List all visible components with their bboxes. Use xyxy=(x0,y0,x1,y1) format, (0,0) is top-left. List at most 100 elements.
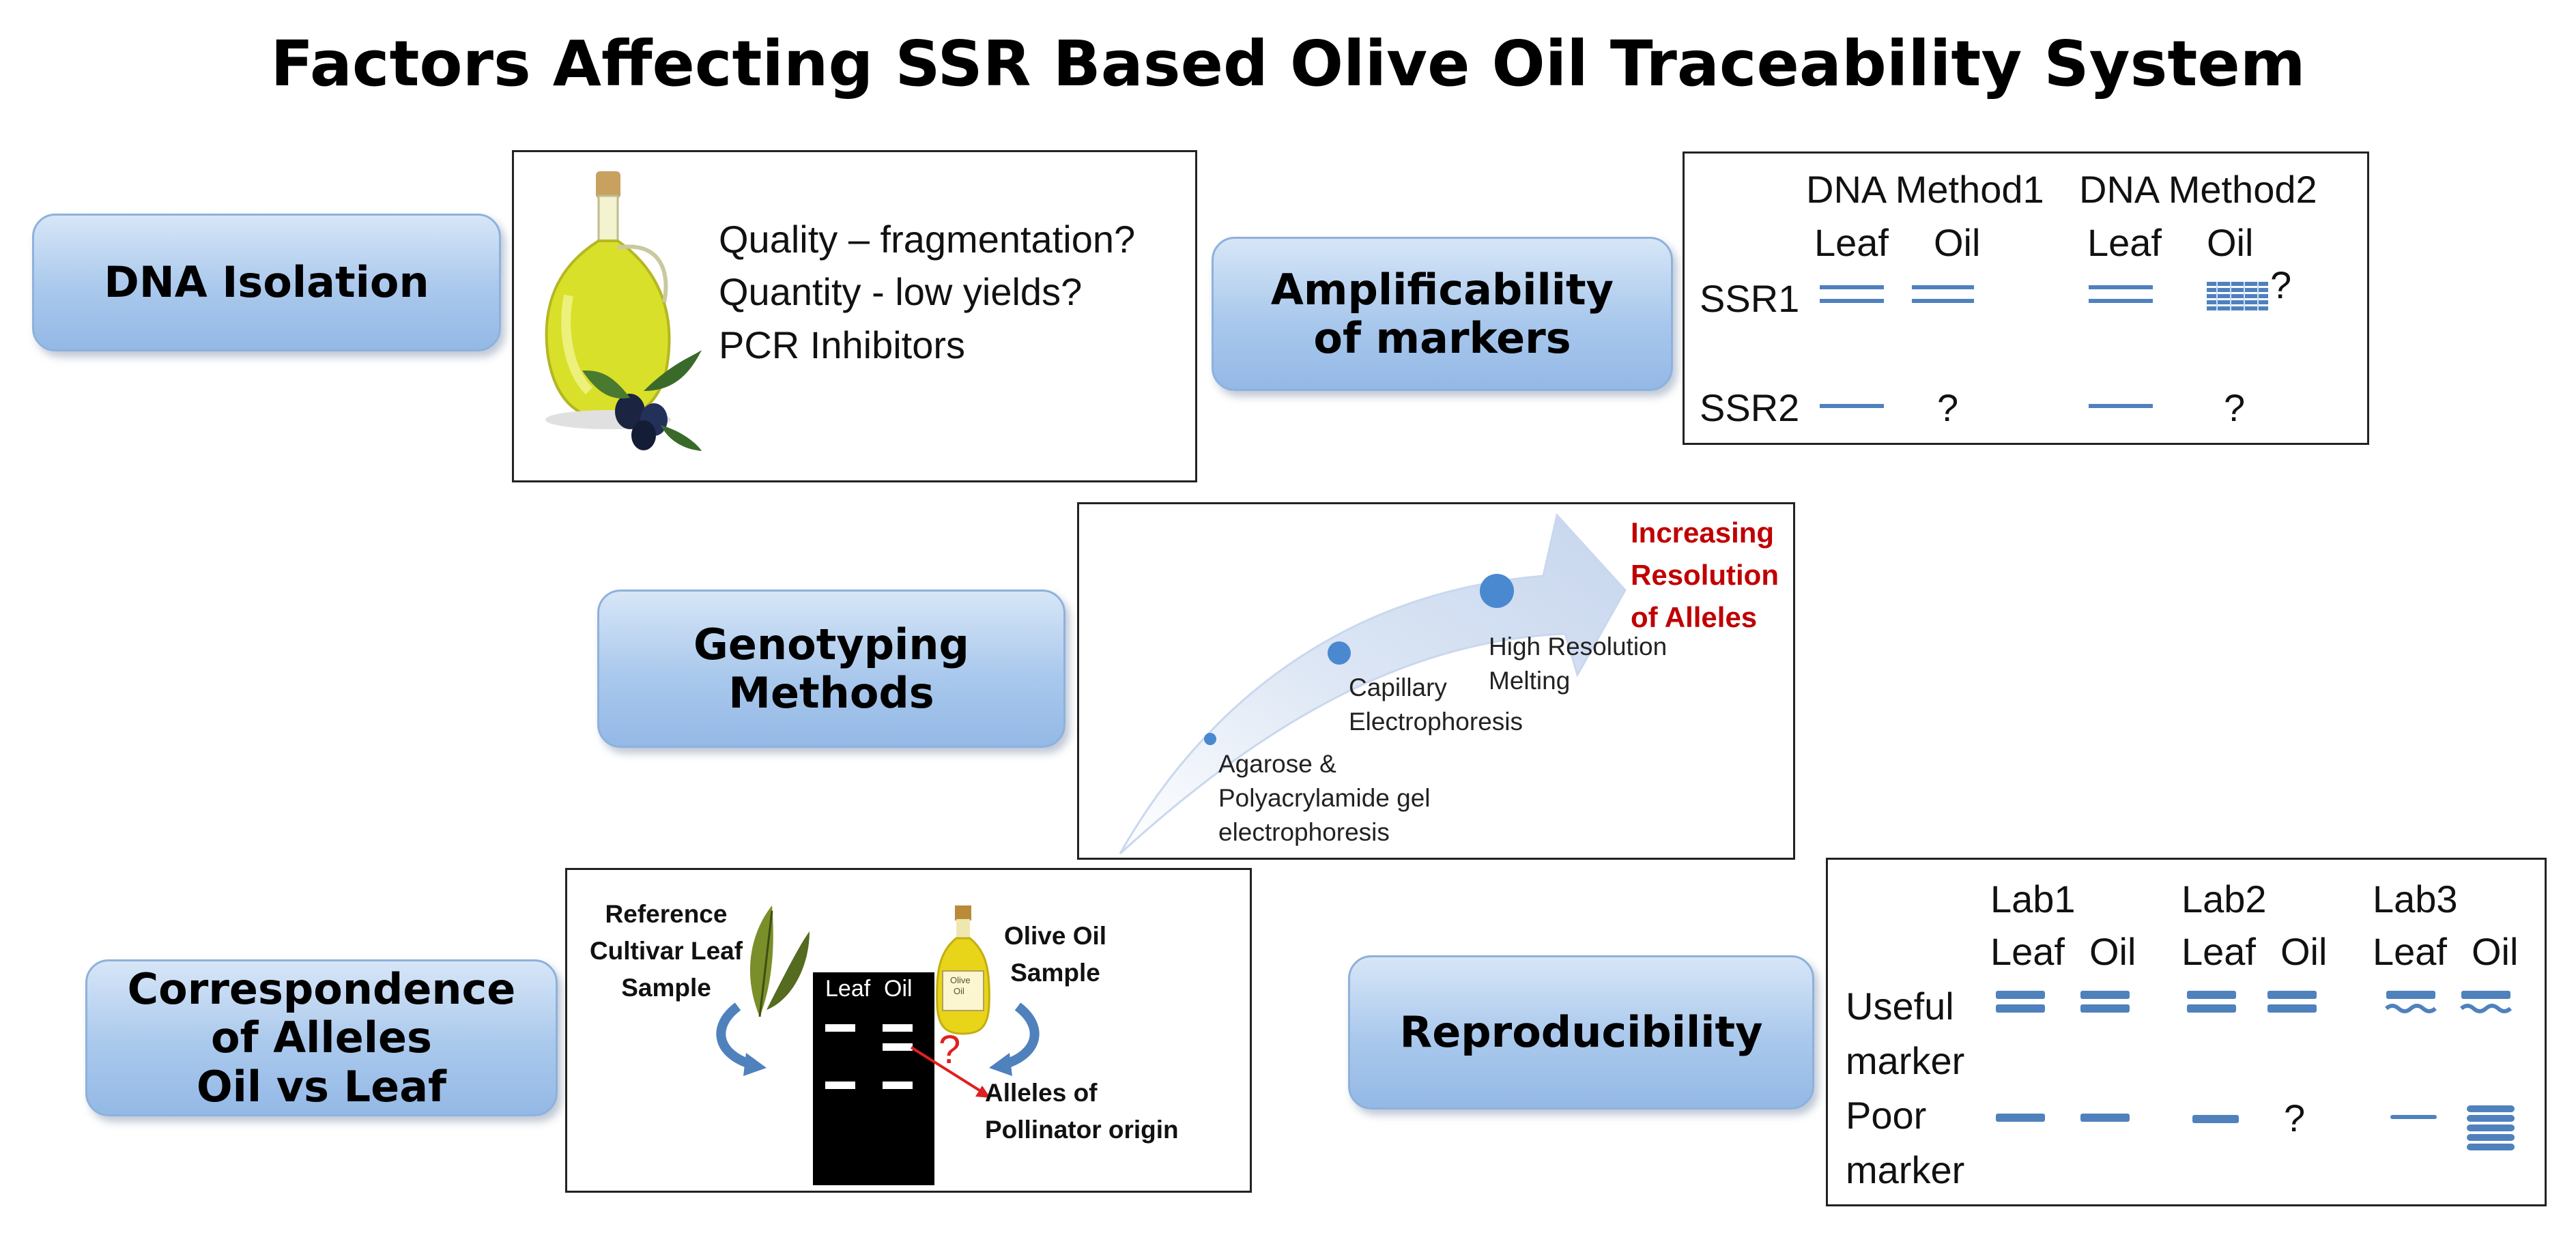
pollinator-label-line1: Alleles of xyxy=(985,1079,1098,1107)
oil-label-line1: Olive Oil xyxy=(1003,922,1107,950)
factor-correspondence: Correspondence of Alleles Oil vs Leaf xyxy=(85,959,558,1116)
factor-dna-isolation: DNA Isolation xyxy=(32,214,501,351)
correspondence-panel: Reference Cultivar Leaf Sample Olive Oil… xyxy=(565,868,1252,1193)
method-capillary-line2: Electrophoresis xyxy=(1349,708,1523,736)
pollinator-label-line2: Pollinator origin xyxy=(985,1116,1179,1144)
red-question-mark: ? xyxy=(939,1028,961,1072)
band xyxy=(2267,1004,2317,1013)
method-agarose-line3: electrophoresis xyxy=(1218,818,1390,846)
row-ssr2: SSR2 xyxy=(1700,386,1800,429)
arrow-label-line1: Increasing xyxy=(1631,517,1775,549)
poor-lab2-oil-question: ? xyxy=(2284,1097,2306,1140)
method1-oil-header: Oil xyxy=(1934,221,1981,264)
factor-amplificability-line2: of markers xyxy=(1313,313,1571,363)
resolution-arrow-icon xyxy=(1119,512,1627,855)
band xyxy=(2192,1115,2239,1123)
lab1-leaf-header: Leaf xyxy=(1990,930,2065,973)
reproducibility-panel: Lab1 Lab2 Lab3 Leaf Oil Leaf Oil Leaf Oi… xyxy=(1826,858,2547,1206)
gel-band xyxy=(883,1043,913,1051)
hrm-marker xyxy=(1480,574,1514,608)
lab3-leaf-header: Leaf xyxy=(2373,930,2447,973)
lab1-header: Lab1 xyxy=(1990,877,2076,920)
arrow-label-line3: of Alleles xyxy=(1631,601,1758,633)
method1-leaf-header: Leaf xyxy=(1814,221,1889,264)
ssr1-method2-oil-question: ? xyxy=(2270,263,2292,306)
gel-leaf-header: Leaf xyxy=(825,976,871,1002)
bottle-label-line1: Olive xyxy=(950,975,971,985)
method-agarose-line1: Agarose & xyxy=(1218,750,1336,778)
factor-amplificability-line1: Amplificability xyxy=(1270,264,1614,315)
issue-quantity: Quantity - low yields? xyxy=(719,270,1083,313)
method2-oil-header: Oil xyxy=(2207,221,2254,264)
method1-header: DNA Method1 xyxy=(1806,168,2044,211)
row-ssr1: SSR1 xyxy=(1700,277,1800,320)
olive-oil-bottle-icon xyxy=(936,905,990,1035)
method2-header: DNA Method2 xyxy=(2079,168,2317,211)
gel-band xyxy=(825,1082,855,1089)
ssr2-method1-oil-question: ? xyxy=(1937,386,1959,429)
lab2-oil-header: Oil xyxy=(2280,930,2328,973)
band xyxy=(2187,991,2236,999)
correspondence-graphic xyxy=(716,905,1040,1185)
capillary-marker xyxy=(1328,641,1351,665)
oil-label-line2: Sample xyxy=(1010,959,1100,987)
lab1-oil-header: Oil xyxy=(2089,930,2136,973)
factor-correspondence-line3: Oil vs Leaf xyxy=(196,1061,447,1112)
method-hrm-line2: Melting xyxy=(1489,667,1571,695)
band xyxy=(1996,1004,2045,1013)
factor-genotyping-line2: Methods xyxy=(728,668,934,718)
factor-reproducibility-label: Reproducibility xyxy=(1399,1007,1763,1058)
reference-label-line3: Sample xyxy=(621,974,711,1002)
method-agarose-line2: Polyacrylamide gel xyxy=(1218,784,1431,812)
gel-image xyxy=(813,972,934,1185)
poor-marker-line1: Poor xyxy=(1846,1094,1927,1137)
band xyxy=(2390,1115,2437,1119)
method-capillary-line1: Capillary xyxy=(1349,673,1447,701)
useful-marker-line2: marker xyxy=(1846,1039,1965,1082)
method-hrm-line1: High Resolution xyxy=(1489,633,1668,661)
band xyxy=(2080,1004,2130,1013)
factor-correspondence-line2: of Alleles xyxy=(211,1013,432,1063)
band xyxy=(2080,991,2130,999)
band xyxy=(2386,991,2435,999)
reproducibility-bands xyxy=(1996,991,2515,1150)
wavy-band xyxy=(2385,1004,2437,1013)
smeared-band xyxy=(2467,1105,2515,1150)
smeared-band xyxy=(2207,282,2268,310)
lab2-header: Lab2 xyxy=(2181,877,2267,920)
band xyxy=(2187,1004,2236,1013)
bottle-label-line2: Oil xyxy=(954,986,964,996)
issue-pcr-inhibitors: PCR Inhibitors xyxy=(719,323,966,366)
gel-band xyxy=(883,1082,913,1089)
leaf-icon xyxy=(749,905,773,1017)
issue-quality: Quality – fragmentation? xyxy=(719,218,1136,261)
band xyxy=(2267,991,2317,999)
amplificability-panel: DNA Method1 DNA Method2 Leaf Oil Leaf Oi… xyxy=(1683,151,2369,445)
page-title: Factors Affecting SSR Based Olive Oil Tr… xyxy=(270,27,2306,100)
wavy-band xyxy=(2460,1004,2512,1013)
lab3-oil-header: Oil xyxy=(2472,930,2519,973)
useful-marker-line1: Useful xyxy=(1846,985,1954,1028)
factor-reproducibility: Reproducibility xyxy=(1348,955,1814,1109)
dna-isolation-panel: Quality – fragmentation? Quantity - low … xyxy=(512,150,1197,482)
lab2-leaf-header: Leaf xyxy=(2181,930,2256,973)
amplificability-bands xyxy=(1820,282,2268,408)
band xyxy=(2461,991,2510,999)
factor-genotyping-line1: Genotyping xyxy=(693,619,969,669)
factor-genotyping: Genotyping Methods xyxy=(597,590,1065,748)
band xyxy=(1996,1114,2045,1122)
method2-leaf-header: Leaf xyxy=(2087,221,2162,264)
genotyping-panel: Agarose & Polyacrylamide gel electrophor… xyxy=(1077,502,1795,860)
agarose-marker xyxy=(1204,733,1216,745)
gel-band xyxy=(883,1024,913,1032)
band xyxy=(1996,991,2045,999)
factor-correspondence-line1: Correspondence xyxy=(127,964,516,1015)
band xyxy=(2080,1114,2130,1122)
arrow-label-line2: Resolution xyxy=(1631,559,1779,591)
poor-marker-line2: marker xyxy=(1846,1148,1965,1191)
factor-dna-isolation-label: DNA Isolation xyxy=(104,257,429,308)
reference-label-line2: Cultivar Leaf xyxy=(589,937,743,965)
factor-amplificability: Amplificability of markers xyxy=(1212,237,1673,391)
gel-band xyxy=(825,1024,855,1032)
gel-oil-header: Oil xyxy=(884,976,913,1002)
